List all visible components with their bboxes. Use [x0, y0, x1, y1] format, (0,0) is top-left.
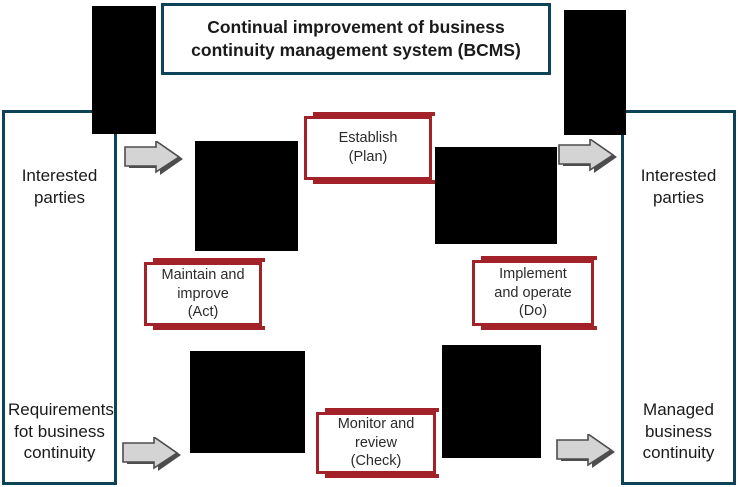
- left-stakeholder-panel: Interested parties Requirements fot busi…: [2, 110, 117, 485]
- right-arrow-icon-bottom-left: [122, 435, 184, 473]
- right-arrow-icon-bottom-right: [556, 432, 618, 470]
- redaction-bottom-right: [442, 345, 541, 458]
- pdca-box-do: Implement and operate (Do): [472, 256, 597, 330]
- title-box-label: Continual improvement of business contin…: [191, 17, 521, 60]
- right-arrow-icon-top-right: [558, 137, 620, 175]
- pdca-box-act-label: Maintain and improve (Act): [161, 266, 245, 321]
- redaction-top-right: [564, 10, 626, 135]
- pdca-box-act: Maintain and improve (Act): [144, 258, 265, 330]
- redaction-middle-left: [195, 141, 298, 251]
- title-box: Continual improvement of business contin…: [161, 3, 551, 75]
- right-panel-bottom-label: Managed business continuity: [642, 399, 715, 463]
- pdca-box-plan-label: Establish (Plan): [338, 130, 398, 165]
- pdca-box-check: Monitor and review (Check): [316, 408, 439, 478]
- redaction-top-left: [92, 6, 156, 134]
- right-panel-top-label: Interested parties: [640, 166, 717, 207]
- left-panel-top-label: Interested parties: [21, 166, 98, 207]
- pdca-box-check-label: Monitor and review (Check): [337, 415, 415, 470]
- right-arrow-icon-top-left: [124, 139, 186, 177]
- redaction-middle-right: [435, 147, 557, 244]
- pdca-box-plan: Establish (Plan): [304, 112, 435, 184]
- pdca-box-do-label: Implement and operate (Do): [494, 265, 572, 320]
- right-stakeholder-panel: Interested parties Managed business cont…: [621, 110, 736, 485]
- left-panel-bottom-label: Requirements fot business continuity: [8, 399, 114, 463]
- redaction-bottom-left: [190, 351, 305, 453]
